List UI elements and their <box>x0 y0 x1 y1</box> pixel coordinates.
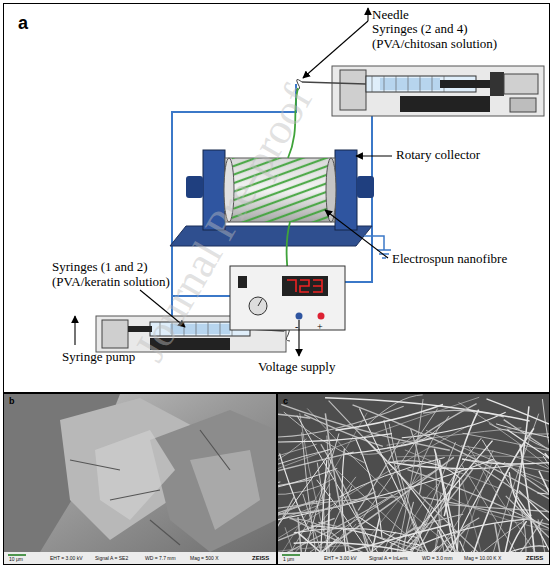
panel-letter: a <box>18 14 28 32</box>
nanofibre <box>523 474 549 513</box>
nanofibre <box>461 478 501 552</box>
voltage-supply <box>230 266 345 330</box>
panel-letter: c <box>283 397 288 406</box>
nanofibre <box>448 546 523 552</box>
nanofibre <box>284 412 365 463</box>
nanofibre <box>335 404 442 430</box>
part-label: Syringe pump <box>62 350 135 365</box>
nanofibre <box>387 416 449 448</box>
nanofibre <box>503 521 527 552</box>
nanofibre <box>470 460 549 552</box>
nanofibre <box>307 408 472 552</box>
part-label: Syringes (2 and 4) (PVA/chitosan solutio… <box>372 22 522 52</box>
syringe-pump <box>296 66 544 116</box>
nanofibre <box>278 497 398 518</box>
nanofibre <box>278 434 392 442</box>
nanofibre <box>426 430 549 506</box>
nanofibre <box>422 497 549 552</box>
nanofibre <box>410 519 531 550</box>
nanofibre <box>360 432 417 454</box>
nanofibre <box>489 423 549 434</box>
part-label: Voltage supply <box>258 360 335 375</box>
nanofibre <box>278 546 347 552</box>
nanofibre <box>302 432 334 552</box>
sem-info: ZEISS <box>252 555 269 561</box>
nanofibre <box>485 546 546 552</box>
sem-info: EHT = 3.00 kV <box>324 556 357 561</box>
nanofibre <box>278 478 335 495</box>
sem-image <box>4 394 276 564</box>
nanofibre <box>458 402 549 482</box>
nanofibre <box>311 526 406 551</box>
nanofibre <box>358 440 399 510</box>
part-label: Syringes (1 and 2) (PVA/keratin solution… <box>52 260 192 290</box>
nanofibre <box>545 453 549 552</box>
rotary-collector <box>170 150 391 258</box>
nanofibre <box>405 450 499 488</box>
sem-info: Signal A = InLens <box>369 556 408 561</box>
nanofibre <box>278 501 315 552</box>
nanofibre <box>278 482 280 543</box>
nanofibre <box>327 436 330 552</box>
watermark: Journal Pre-proof <box>125 77 323 370</box>
nanofibre <box>278 413 310 421</box>
nanofibre <box>526 437 549 453</box>
nanofibre <box>281 404 450 450</box>
nanofibre <box>424 518 479 552</box>
nanofibre <box>303 494 355 552</box>
nanofibre <box>319 460 327 552</box>
nanofibre <box>294 529 418 538</box>
nanofibre <box>537 493 549 540</box>
sem-image <box>60 394 553 569</box>
nanofibre <box>413 404 476 443</box>
nanofibre <box>359 517 419 545</box>
part-label: - <box>295 321 298 333</box>
part-label: Needle <box>372 8 409 23</box>
wire <box>172 84 372 334</box>
sem-info: EHT = 3.00 kV <box>50 556 83 561</box>
nanofibre <box>278 468 337 497</box>
nanofibre <box>278 492 375 514</box>
nanofibre <box>413 450 493 552</box>
nanofibre <box>278 444 317 493</box>
sem-info: ZEISS <box>526 555 543 561</box>
nanofibre <box>278 496 295 552</box>
nanofibre <box>444 505 549 516</box>
part-label: + <box>317 321 323 333</box>
nanofibre <box>325 398 530 421</box>
nanofibre <box>278 439 307 477</box>
sem-info: Mag = 10.00 K X <box>464 556 501 561</box>
part-label: Rotary collector <box>396 148 480 163</box>
nanofibre <box>309 524 451 552</box>
nanofibre <box>504 462 549 514</box>
nanofibre <box>451 478 460 552</box>
sem-info: Mag = 500 X <box>190 556 219 561</box>
nanofibre <box>294 542 449 552</box>
nanofibre <box>431 464 491 552</box>
sem-info: WD = 7.7 mm <box>145 556 176 561</box>
sem-info: 10 μm <box>9 557 23 562</box>
figure-panel: c <box>277 393 550 565</box>
figure-panel: a <box>3 3 550 393</box>
leader-line <box>75 8 392 356</box>
nanofibre <box>543 456 549 552</box>
nanofibre <box>482 406 529 552</box>
panel-letter: b <box>9 397 15 406</box>
fibre-jet <box>288 88 298 158</box>
nanofibre <box>300 413 353 552</box>
nanofibre <box>278 467 441 552</box>
sem-info: Signal A = SE2 <box>95 556 128 561</box>
sem-info: WD = 3.0 mm <box>422 556 453 561</box>
nanofibre <box>468 446 549 552</box>
sem-info: 1 μm <box>283 557 294 562</box>
figure-panel: b <box>3 393 277 565</box>
nanofibre <box>325 413 365 552</box>
part-label: Electrospun nanofibre <box>392 252 507 267</box>
